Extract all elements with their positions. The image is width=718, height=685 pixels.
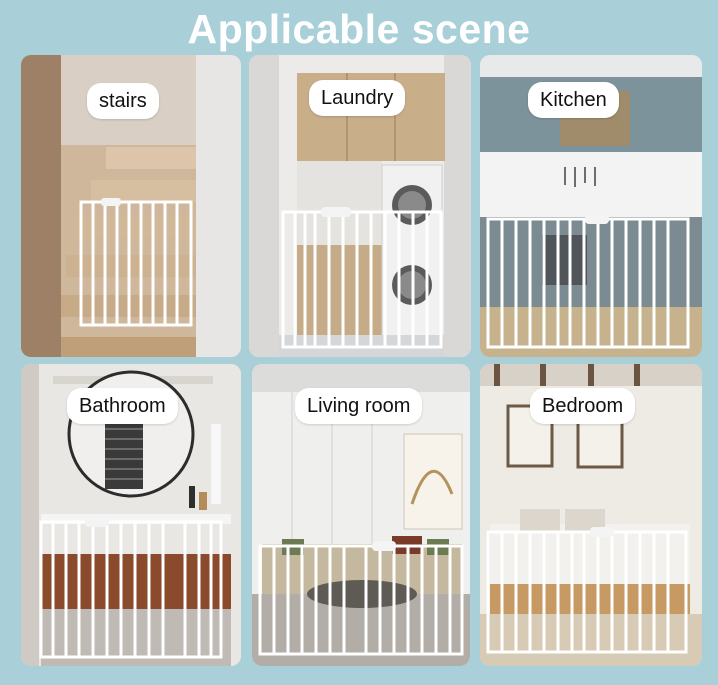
scene-panel-bathroom: Bathroom <box>21 364 241 666</box>
gate-icon <box>281 207 443 349</box>
scene-panel-laundry: Laundry <box>249 55 471 357</box>
page-title: Applicable scene <box>187 6 531 52</box>
scene-label: Bedroom <box>530 388 636 424</box>
scene-label: Living room <box>295 388 423 424</box>
scene-panel-kitchen: Kitchen <box>480 55 702 357</box>
scene-panel-bedroom: Bedroom <box>480 364 702 666</box>
scene-panel-stairs: stairs <box>21 55 241 357</box>
scene-panel-living-room: Living room <box>252 364 470 666</box>
gate-icon <box>486 527 688 654</box>
gate-icon <box>258 541 464 656</box>
gate-icon <box>486 214 690 349</box>
gate-icon <box>39 517 223 659</box>
bedroom-photo <box>480 364 702 666</box>
scene-label: Kitchen <box>528 82 619 118</box>
gate-icon <box>79 198 193 327</box>
scene-label: Bathroom <box>67 388 178 424</box>
scene-label: stairs <box>87 83 159 119</box>
scene-label: Laundry <box>309 80 406 116</box>
